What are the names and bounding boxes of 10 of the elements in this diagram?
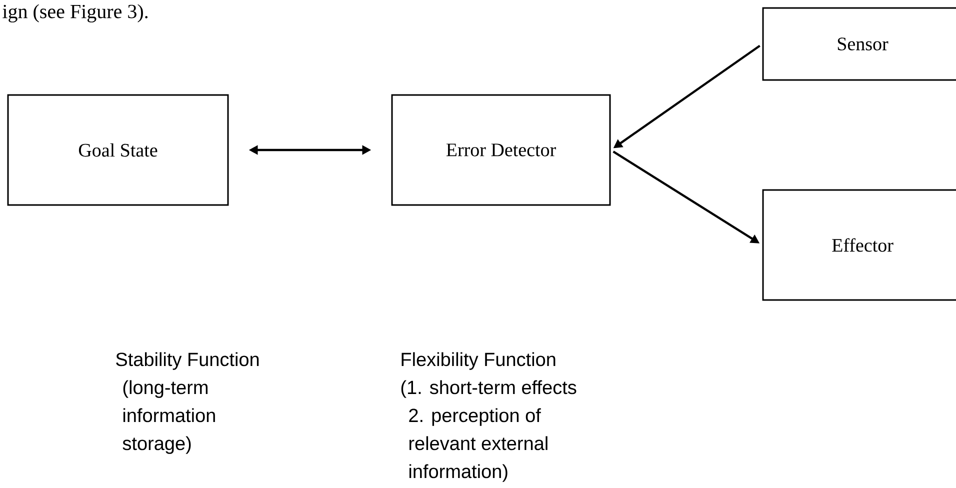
function-note: 2. perception of relevant external information) [409, 408, 548, 482]
process-box: Effector [762, 189, 956, 301]
function-note: Flexibility Function [402, 352, 556, 370]
process-box: Goal State [7, 94, 229, 206]
process-box: Sensor [762, 7, 956, 81]
function-note: Stability Function [116, 352, 259, 370]
function-note: (1. short-term effects [401, 380, 576, 398]
running-text: ign (see Figure 3). [2, 4, 148, 22]
process-box: Error Detector [391, 94, 611, 206]
function-note: (long-term information storage) [122, 380, 215, 454]
